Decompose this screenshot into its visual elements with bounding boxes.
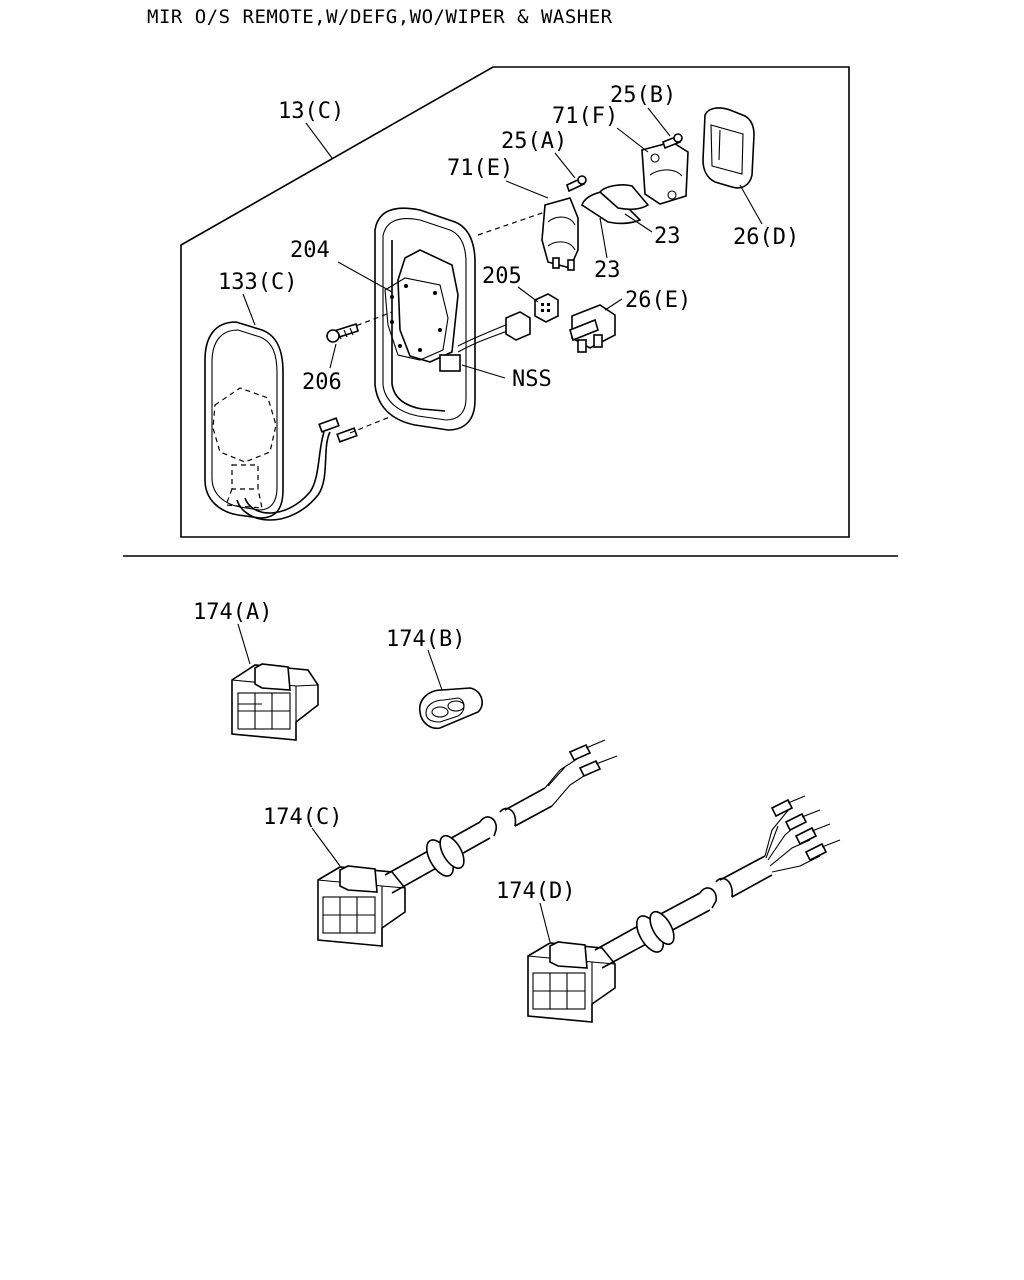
callout-205: 205: [482, 264, 522, 289]
bracket-71F-part: [641, 141, 689, 205]
screw-25A-part: [566, 175, 587, 193]
pipe-cover-23-part: [581, 184, 650, 225]
assembly-frame: [180, 66, 850, 538]
diagram-title: MIR O/S REMOTE,W/DEFG,WO/WIPER & WASHER: [147, 6, 613, 28]
bracket-26E-part: [569, 304, 616, 353]
callout-133C: 133(C): [218, 270, 297, 295]
mirror-actuator-part: [339, 249, 461, 372]
screw-25B-part: [662, 133, 683, 150]
screw-206-part: [326, 322, 359, 343]
callout-71F: 71(F): [552, 104, 618, 129]
callout-13C: 13(C): [278, 99, 344, 124]
connector-174B-part: [418, 687, 483, 730]
callout-71E: 71(E): [447, 156, 513, 181]
callout-26D: 26(D): [733, 225, 799, 250]
leader-174C: [311, 827, 341, 867]
bracket-71E-part: [477, 197, 579, 271]
leader-174B: [427, 649, 443, 691]
leader-lines: [242, 107, 763, 379]
callout-174B: 174(B): [386, 627, 465, 652]
callout-174D: 174(D): [496, 879, 575, 904]
callout-204: 204: [290, 238, 330, 263]
connector-205-part: [457, 293, 559, 353]
connector-174A-part: [231, 663, 319, 741]
callout-174C: 174(C): [263, 805, 342, 830]
mirror-glass-part: [204, 321, 284, 519]
callout-26E: 26(E): [625, 288, 691, 313]
leader-174A: [237, 623, 251, 665]
callout-23-upper: 23: [654, 224, 681, 249]
callout-23-lower: 23: [594, 258, 621, 283]
callout-25B: 25(B): [610, 83, 676, 108]
callout-nss: NSS: [512, 367, 552, 392]
harness-174C-part: [317, 739, 618, 947]
callout-206: 206: [302, 370, 342, 395]
harness-174D-part: [527, 795, 841, 1023]
callout-174A: 174(A): [193, 600, 272, 625]
callout-25A: 25(A): [501, 129, 567, 154]
leader-174D: [539, 902, 551, 943]
cover-26D-part: [702, 107, 755, 189]
